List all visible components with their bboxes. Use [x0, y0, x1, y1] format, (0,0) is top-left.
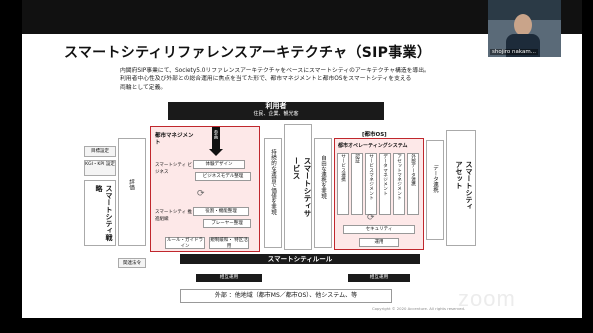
kgi-tag: KGI・KPI 設定 — [84, 160, 116, 176]
os-col-service-mgmt: サービスマネジメント — [365, 153, 377, 215]
biz-tag-model: ビジネスモデル整理 — [195, 172, 251, 181]
related-law-tag: 関連法令 — [118, 258, 146, 268]
zoom-watermark: zoom — [458, 286, 516, 311]
slide-lead-text: 内閣府SIP事業にて、Society5.0リファレンスアーキテクチャをベースにス… — [120, 67, 520, 92]
assess-label: 評価 — [128, 179, 134, 190]
camera-background — [488, 0, 561, 20]
biz-label: スマートシティ ビジネス — [155, 163, 193, 175]
promo-tag-players: プレーヤー整理 — [203, 219, 251, 228]
os-security: セキュリティ — [343, 225, 415, 234]
link-column: 自由な連携を実現 — [314, 138, 332, 248]
deregulation-tag: 規制緩和・ 特区活用 — [209, 237, 249, 249]
cycle-icon: ⟳ — [197, 189, 205, 199]
participant-name: shojiro nakam... — [490, 49, 538, 55]
asset-label: スマートシティアセット — [455, 161, 473, 210]
participation-arrow: 参画 — [212, 127, 220, 149]
participant-video-thumbnail[interactable]: shojiro nakam... — [488, 0, 561, 57]
rule-guideline-tag: ルール・ガイドライン — [165, 237, 205, 249]
biz-tag-experience: 体験デザイン — [193, 160, 245, 169]
promo-label: スマートシティ 推進組織 — [155, 210, 193, 222]
person-face-icon — [514, 14, 532, 36]
lead-line: 利用者中心性及び外部との総合運用に焦点を当てた形で、都市マネジメントと都市OSを… — [120, 76, 412, 83]
link-label: 自由な連携を実現 — [320, 155, 326, 199]
service-column: スマートシティサービス — [284, 124, 312, 250]
slide-title: スマートシティリファレンスアーキテクチャ（SIP事業） — [64, 45, 432, 61]
strategy-column: スマートシティ戦略 — [84, 180, 116, 246]
cycle-icon: ⟳ — [367, 213, 375, 223]
os-col-external-data: 外部データ連携 — [407, 153, 419, 215]
os-col-service-link: サービス連携 — [337, 153, 349, 215]
data-link-column: データ連携 — [426, 140, 444, 240]
os-tag: [都市OS] — [362, 132, 387, 138]
assess-column: 評価 — [118, 138, 146, 246]
management-title: 都市マネジメント — [155, 133, 194, 146]
city-os-panel: 都市オペレーティングシステム サービス連携 認証 サービスマネジメント データマ… — [334, 138, 424, 250]
users-title: 利用者 — [265, 102, 287, 110]
smartcity-rule-bar: スマートシティルール — [180, 254, 420, 264]
data-link-label: データ連携 — [432, 165, 438, 193]
os-col-data-mgmt: データマネジメント — [379, 153, 391, 215]
os-operation: 運用 — [359, 238, 399, 247]
lead-line: 両輪として定義。 — [120, 84, 167, 91]
os-title: 都市オペレーティングシステム — [338, 143, 408, 149]
copyright-text: Copyright © 2020 Accenture. All rights r… — [372, 306, 466, 311]
mutual-operation-left: 相互運用 — [196, 274, 262, 282]
goal-tag: 目標設定 — [84, 146, 116, 157]
external-box: 外部 ：他地域（都市MS／都市OS）、他システム、等 — [180, 289, 392, 303]
promo-tag-roles: 役割・機能整理 — [193, 207, 249, 216]
participation-label: 参画 — [213, 130, 218, 139]
strategy-label: スマートシティ戦略 — [95, 185, 113, 241]
lead-line: 内閣府SIP事業にて、Society5.0リファレンスアーキテクチャをベースにス… — [120, 68, 430, 74]
os-col-auth: 認証 — [351, 153, 363, 215]
asset-column: スマートシティアセット — [446, 130, 476, 246]
cycle-column: 持続的な運営で価値を実現 — [264, 138, 282, 248]
arrow-down-icon — [209, 149, 223, 156]
os-col-asset-mgmt: アセットマネジメント — [393, 153, 405, 215]
person-body-icon — [506, 34, 540, 57]
cycle-label: 持続的な運営で価値を実現 — [270, 149, 276, 215]
users-subtitle: 住民、企業、観光客 — [253, 111, 299, 117]
mutual-operation-right: 相互運用 — [348, 274, 410, 282]
service-label: スマートシティサービス — [292, 157, 312, 217]
users-bar: 利用者 住民、企業、観光客 — [168, 102, 384, 120]
city-management-panel: 都市マネジメント 参画 スマートシティ ビジネス 体験デザイン ビジネスモデル整… — [150, 126, 260, 252]
